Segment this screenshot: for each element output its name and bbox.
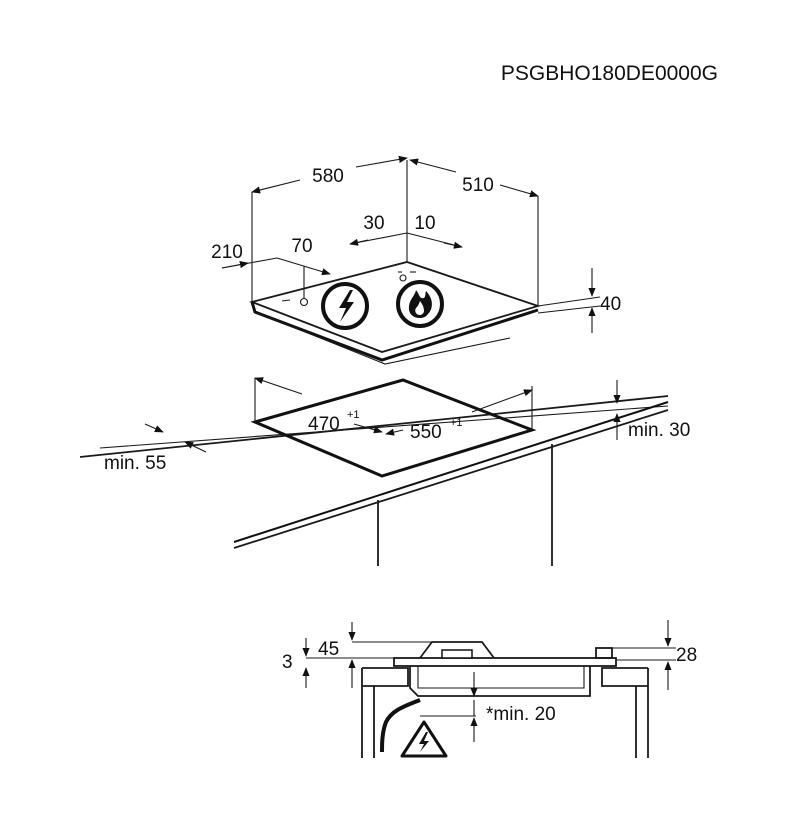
dim-section-min-20: *min. 20 xyxy=(470,672,556,742)
hob-outline xyxy=(249,261,541,353)
section-view xyxy=(361,641,649,758)
dim-470-label: 470 xyxy=(308,414,340,435)
dim-550-label: 550 xyxy=(410,422,442,443)
dim-70-label: 70 xyxy=(291,236,312,257)
dim-min-55: min. 55 xyxy=(104,423,207,474)
dim-30-label: 30 xyxy=(363,213,384,234)
dim-210-label: 210 xyxy=(211,242,243,263)
model-code: PSGBHO180DE0000G xyxy=(501,62,718,85)
dim-depth-510: 510 xyxy=(409,158,539,198)
dim-580-label: 580 xyxy=(312,166,344,187)
dim-510-label: 510 xyxy=(462,175,494,196)
dim-min30-label: min. 30 xyxy=(628,420,690,441)
dim-45-label: 45 xyxy=(318,639,339,660)
dim-section-28: 28 xyxy=(612,620,697,690)
dim-width-580: 580 xyxy=(251,155,408,194)
electric-warning-icon xyxy=(321,282,369,330)
dim-cutout-depth-470: 470 +1 xyxy=(254,377,383,435)
dim-min55-label: min. 55 xyxy=(104,453,166,474)
cutout-outline xyxy=(250,378,537,478)
dim-28-label: 28 xyxy=(676,645,697,666)
dim-550-tol: +1 xyxy=(450,417,463,429)
dim-10-label: 10 xyxy=(414,213,435,234)
worktop xyxy=(79,395,669,566)
dim-3-label: 3 xyxy=(282,652,293,673)
gas-flame-icon xyxy=(396,280,444,328)
dim-min-30: min. 30 xyxy=(613,380,690,441)
dim-30-10: 30 10 xyxy=(349,213,463,249)
dim-470-tol: +1 xyxy=(347,409,360,421)
dim-section-45: 45 xyxy=(318,622,432,688)
dim-height-40: 40 xyxy=(537,268,621,333)
dim-cutout-width-550: 550 +1 xyxy=(385,389,533,443)
dim-210-70: 210 70 xyxy=(211,236,331,298)
hob-thickness xyxy=(250,301,539,362)
dim-min20-label: *min. 20 xyxy=(486,704,556,725)
hob-top xyxy=(249,160,541,365)
electric-hazard-triangle-icon xyxy=(400,720,448,758)
dim-40-label: 40 xyxy=(600,294,621,315)
